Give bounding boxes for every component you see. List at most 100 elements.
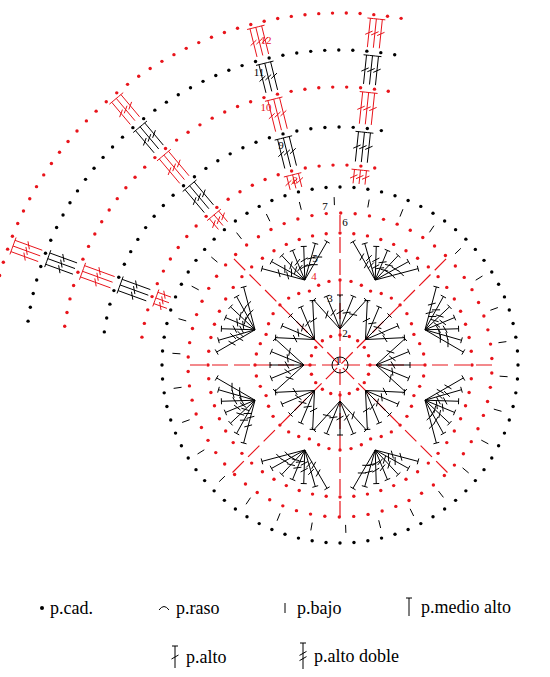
stitch-line: [112, 102, 131, 124]
chain-dot: [282, 222, 285, 225]
stitch-line: [271, 62, 278, 90]
stitch-bar: [224, 315, 226, 321]
stitch-bar: [434, 405, 436, 413]
chain-dot: [200, 426, 203, 429]
stitch-line: [282, 450, 305, 474]
chain-dot: [405, 415, 408, 418]
stitch-bar: [240, 420, 248, 421]
chain-dot: [366, 127, 369, 130]
chain-dot: [379, 238, 382, 241]
chain-dot: [238, 190, 241, 193]
stitch-line: [275, 365, 304, 391]
chain-dot: [164, 147, 167, 150]
chain-dot: [406, 199, 409, 202]
chain-dot: [311, 234, 314, 237]
stitch-bar: [47, 256, 49, 262]
stitch-bar: [395, 457, 396, 465]
stitch-line: [425, 400, 436, 443]
chain-dot: [210, 116, 213, 119]
chain-dot: [470, 377, 473, 380]
stitch-bar: [215, 375, 218, 380]
round-number: 1: [335, 356, 341, 367]
stitch-line: [303, 643, 304, 669]
chain-dot: [257, 205, 260, 208]
stitch-bar: [353, 145, 360, 148]
stitch-bar: [26, 247, 27, 255]
chain-dot: [470, 363, 473, 366]
legend-text: p.bajo: [297, 599, 342, 617]
stitch-line: [291, 390, 315, 414]
chain-dot: [42, 173, 45, 176]
stitch-bar: [133, 129, 138, 133]
stitch-bar: [407, 259, 410, 264]
chain-dot: [436, 452, 439, 455]
stitch-line: [425, 400, 443, 433]
stitch-bar: [373, 18, 379, 20]
chain-dot: [240, 452, 243, 455]
stitch-bar: [300, 651, 307, 655]
chain-dot: [143, 165, 146, 168]
stitch-bar: [442, 404, 443, 412]
stitch-bar: [270, 376, 272, 382]
stitch-bar: [380, 465, 385, 471]
stitch-line: [83, 271, 113, 282]
chain-dot: [308, 289, 311, 292]
chain-dot: [516, 363, 519, 366]
stitch-bar: [324, 240, 329, 243]
stitch-line: [327, 401, 340, 434]
chain-dot: [126, 83, 129, 86]
chain-dot: [228, 152, 231, 155]
stitch-bar: [241, 408, 249, 410]
stitch-line: [13, 246, 40, 256]
stitch-bar: [297, 177, 303, 183]
chain-dot: [464, 404, 467, 407]
chain-dot: [454, 264, 457, 267]
stitch-bar: [356, 131, 362, 133]
stitch-line: [85, 266, 115, 277]
stitch-bar: [385, 249, 391, 251]
inner-fans: [270, 295, 410, 435]
chain-dot: [295, 509, 298, 512]
stitch-bar: [390, 273, 396, 279]
stitch-bar: [461, 387, 463, 393]
stitch-bar: [397, 401, 399, 407]
stitch-line: [218, 330, 255, 340]
stitch-bar: [461, 337, 463, 343]
stitch-bar: [244, 317, 246, 325]
chain-dot: [218, 417, 221, 420]
chain-dot: [281, 54, 284, 57]
chain-dot: [124, 186, 127, 189]
stitch-bar: [440, 320, 446, 325]
chain-dot: [329, 335, 332, 338]
stitch-bar: [236, 337, 243, 341]
chain-dot: [189, 86, 192, 89]
stitch-bar: [312, 298, 316, 302]
stitch-bar: [261, 266, 263, 272]
stitch-line: [305, 450, 315, 487]
chain-dot: [261, 470, 264, 473]
stitch-bar: [396, 472, 400, 476]
chain-dot: [254, 60, 257, 63]
chain-dot: [234, 253, 237, 256]
chain-dot: [11, 235, 14, 238]
chain-dot: [453, 463, 456, 466]
stitch-bar: [138, 125, 143, 129]
chain-dot: [268, 136, 271, 139]
chain-dot: [142, 117, 145, 120]
chain-dot: [394, 505, 397, 508]
legend-samples: [40, 598, 412, 669]
stitch-bar: [293, 467, 301, 468]
chain-dot: [297, 292, 300, 295]
round-6: [186, 211, 493, 518]
chain-dot: [339, 211, 342, 214]
chain-dot: [327, 280, 330, 283]
chain-dot: [464, 489, 467, 492]
chain-dot: [314, 381, 317, 384]
stitch-bar: [281, 401, 283, 407]
stitch-bar: [288, 412, 292, 416]
chain-dot: [214, 74, 217, 77]
stitch-bar: [387, 313, 391, 317]
stitch-bar: [12, 243, 14, 249]
stitch-bar: [372, 265, 379, 269]
stitch-line: [231, 307, 255, 330]
